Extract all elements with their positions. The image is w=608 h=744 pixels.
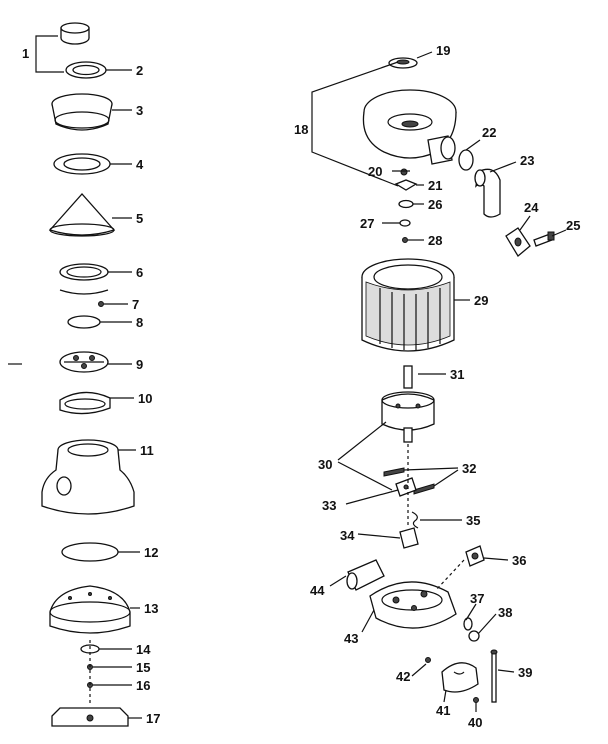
callout-32: 32 [462,461,476,476]
part-24-flange [505,227,531,257]
part-6-clamp-ring [59,263,109,295]
callout-30: 30 [318,457,332,472]
callout-36: 36 [512,553,526,568]
part-7-screw [98,301,104,307]
callout-8: 8 [136,315,143,330]
callout-14: 14 [136,642,151,657]
part-10-snap-ring [59,391,111,415]
callout-11: 11 [140,443,154,458]
callout-31: 31 [450,367,464,382]
callout-29: 29 [474,293,488,308]
callout-15: 15 [136,660,150,675]
part-5-splash-guard [48,193,116,237]
callout-28: 28 [428,233,442,248]
callout-16: 16 [136,678,150,693]
part-8-ring [67,315,101,329]
part-33-switch [395,477,417,497]
callout-43: 43 [344,631,358,646]
callout-27: 27 [360,216,374,231]
part-18-hopper [362,89,457,165]
callout-23: 23 [520,153,534,168]
part-39-long-bolt [490,649,498,703]
callout-9: 9 [136,357,143,372]
part-38-nut [468,630,480,642]
part-36-connector [465,545,485,567]
part-35-spring [411,511,419,529]
callout-10: 10 [138,391,152,406]
callout-40: 40 [468,715,482,730]
callout-38: 38 [498,605,512,620]
part-29-motor-shell [361,258,455,352]
callout-26: 26 [428,197,442,212]
part-11-upper-housing [41,439,135,515]
callout-7: 7 [132,297,139,312]
callout-24: 24 [524,200,539,215]
part-42-screw [425,657,431,663]
callout-1: 1 [22,46,29,61]
callout-20: 20 [368,164,382,179]
callout-34: 34 [340,528,355,543]
callout-35: 35 [466,513,480,528]
callout-12: 12 [144,545,158,560]
part-28-pin [402,237,408,243]
part-4-gasket [53,153,111,175]
callout-39: 39 [518,665,532,680]
part-17-base-flange [51,707,129,727]
callout-33: 33 [322,498,336,513]
callout-18: 18 [294,122,308,137]
part-32-brushes [383,467,435,495]
callout-42: 42 [396,669,410,684]
callout-19: 19 [436,43,450,58]
callout-37: 37 [470,591,484,606]
part-9-baffle [59,351,109,373]
callout-6: 6 [136,265,143,280]
part-21-plate [394,179,418,191]
part-13-lower-dome [49,585,131,634]
part-2-ring [65,61,107,79]
part-31-rotor [381,365,435,443]
callout-13: 13 [144,601,158,616]
part-26-washer [398,199,414,209]
part-1-cap [60,22,90,45]
part-3-collar [51,93,113,131]
part-20-nut [400,168,408,176]
callout-4: 4 [136,157,144,172]
callout-44: 44 [310,583,325,598]
callout-5: 5 [136,211,143,226]
callout-22: 22 [482,125,496,140]
part-34-switch-block [399,527,419,549]
part-43-motor-plate [369,581,457,629]
part-37-clip [463,617,473,631]
callout-41: 41 [436,703,450,718]
callout-3: 3 [136,103,143,118]
callout-17: 17 [146,711,160,726]
part-19-stopper [388,57,418,69]
right-column-parts [311,57,555,703]
part-41-cover-plate [441,662,479,693]
left-column-parts [8,22,135,727]
callout-labels: 1 2 3 4 5 6 7 8 9 10 11 12 13 14 15 16 1… [22,43,580,730]
part-40-screw [473,697,479,703]
part-27-washer [399,219,411,227]
part-25-bolt [533,231,555,247]
part-12-gasket [61,542,119,562]
part-22-gasket [458,149,474,171]
callout-25: 25 [566,218,580,233]
part-23-discharge-elbow [474,168,501,218]
callout-21: 21 [428,178,442,193]
callout-leaders [35,35,567,719]
part-44-capacitor [346,559,385,591]
callout-2: 2 [136,63,143,78]
